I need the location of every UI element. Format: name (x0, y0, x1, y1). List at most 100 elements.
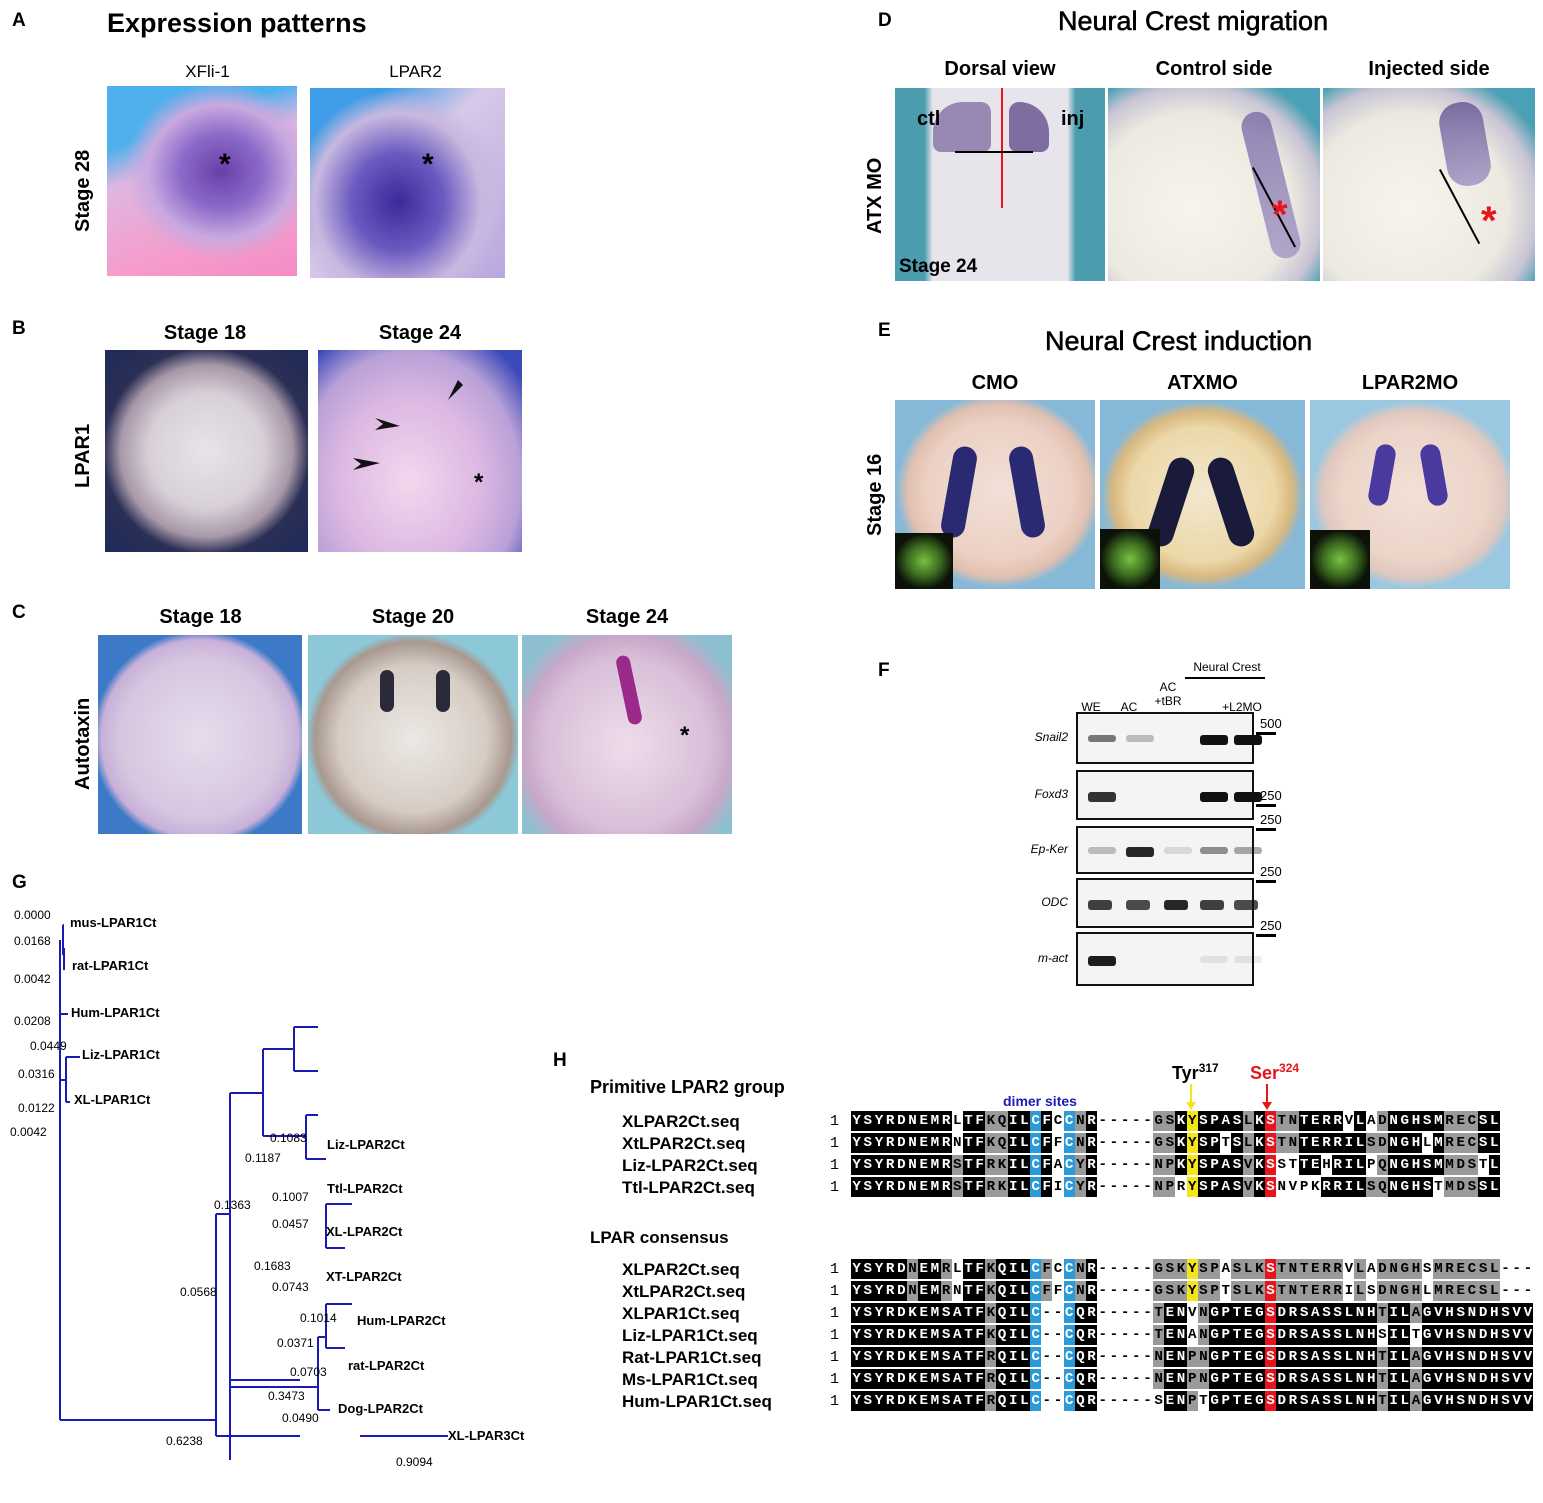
residue: E (1164, 1303, 1176, 1323)
residue: P (1186, 1391, 1198, 1411)
size-marker-label: 250 (1260, 812, 1282, 827)
residue: E (918, 1325, 930, 1345)
residue: S (1499, 1391, 1512, 1411)
embryo-image-lpar2-stage28: * (310, 88, 505, 278)
width-measure-line (955, 151, 1033, 153)
residue: S (1320, 1369, 1333, 1389)
branch-length: 0.0122 (18, 1101, 55, 1115)
residue: - (1143, 1393, 1152, 1409)
midline (1001, 88, 1003, 208)
residue: C (1063, 1177, 1075, 1197)
panel-label-b: B (12, 318, 26, 339)
residue: S (862, 1111, 874, 1131)
residue: P (1220, 1303, 1232, 1323)
residue: F (974, 1259, 986, 1279)
residue: N (1466, 1391, 1478, 1411)
residue: C (1466, 1133, 1478, 1153)
residue: T (1221, 1283, 1231, 1299)
residue: E (1455, 1281, 1467, 1301)
residue: S (951, 1177, 963, 1197)
ser-arrowhead-icon (1262, 1102, 1272, 1110)
lane-label-ac-top: AC (1159, 680, 1177, 694)
residue: Y (873, 1303, 885, 1323)
residue: N (1287, 1281, 1299, 1301)
residue: C (1030, 1391, 1042, 1411)
residue: A (951, 1347, 963, 1367)
residue: T (962, 1325, 975, 1345)
residue: Y (851, 1177, 863, 1197)
residue: L (1018, 1133, 1030, 1153)
residue: Y (1186, 1259, 1198, 1279)
inj-label: inj (1061, 108, 1085, 130)
panel-e-title: Neural Crest induction (1045, 326, 1313, 357)
residue: F (974, 1303, 986, 1323)
residue: L (1018, 1303, 1030, 1323)
panel-d-title: Neural Crest migration (1058, 6, 1329, 37)
residue: R (1085, 1347, 1098, 1367)
branch-length: 0.9094 (396, 1455, 433, 1469)
embryo-image-autotaxin-stage20 (308, 635, 518, 834)
lane-label-ac: AC (1120, 700, 1138, 714)
residue: L (1018, 1347, 1030, 1367)
residue: - (1120, 1157, 1130, 1173)
residue: N (1175, 1347, 1187, 1367)
residue: R (1085, 1155, 1098, 1175)
residue: G (1253, 1303, 1265, 1323)
residue: Y (851, 1303, 863, 1323)
residue: S (1455, 1391, 1467, 1411)
residue: E (1242, 1369, 1254, 1389)
residue: Y (873, 1347, 885, 1367)
gene-label: Ep-Ker (1030, 842, 1068, 856)
sequence-name: XtLPAR2Ct.seq (622, 1134, 746, 1153)
panel-c-row-label: Autotaxin (72, 697, 94, 790)
residue: R (985, 1177, 997, 1197)
residue: D (895, 1369, 907, 1389)
residue: - (1053, 1371, 1063, 1387)
residue: S (1332, 1391, 1344, 1411)
gene-label: Snail2 (1034, 730, 1068, 744)
embryo-image-atxmo (1100, 400, 1305, 589)
residue: T (962, 1347, 975, 1367)
branch-length: 0.1187 (245, 1151, 281, 1165)
residue: N (953, 1135, 962, 1151)
tree-mammal-clade (229, 1093, 360, 1460)
residue: N (1388, 1133, 1400, 1153)
residue: P (1209, 1281, 1221, 1301)
residue: - (1053, 1393, 1063, 1409)
residue: T (1298, 1155, 1310, 1175)
sequence-name: Ms-LPAR1Ct.seq (622, 1370, 758, 1389)
residue: S (1264, 1177, 1277, 1197)
residue: - (1098, 1135, 1107, 1151)
residue: Y (1074, 1155, 1086, 1175)
residue: T (962, 1303, 975, 1323)
residue: R (1085, 1391, 1098, 1411)
embryo-image-lpar1-stage18 (105, 350, 308, 552)
branch-length: 0.0568 (180, 1285, 217, 1299)
residue: - (1098, 1393, 1107, 1409)
residue: H (1488, 1303, 1500, 1323)
staining-right (436, 670, 450, 712)
residue: I (1053, 1179, 1063, 1195)
residue: C (1030, 1325, 1042, 1345)
residue: S (1197, 1133, 1209, 1153)
sequence-name: Ttl-LPAR2Ct.seq (622, 1178, 755, 1197)
residue: I (1007, 1133, 1019, 1153)
tree-leaf: XL-LPAR3Ct (448, 1428, 525, 1443)
residue: N (1287, 1111, 1299, 1131)
panel-e-row-label: Stage 16 (864, 453, 886, 536)
tyr-arrowhead-icon (1186, 1102, 1196, 1110)
residue: T (1276, 1281, 1288, 1301)
residue: R (1085, 1325, 1098, 1345)
sequence-start-index: 1 (830, 1113, 840, 1130)
branch-length: 0.0042 (14, 972, 51, 986)
residue: - (1053, 1305, 1063, 1321)
residue: L (1242, 1259, 1254, 1279)
lane-label-tbr: +tBR (1154, 694, 1182, 708)
branch-length: 0.1363 (214, 1198, 251, 1212)
residue: T (1276, 1133, 1288, 1153)
residue: F (974, 1281, 986, 1301)
residue: - (1120, 1261, 1130, 1277)
residue: A (1309, 1369, 1321, 1389)
